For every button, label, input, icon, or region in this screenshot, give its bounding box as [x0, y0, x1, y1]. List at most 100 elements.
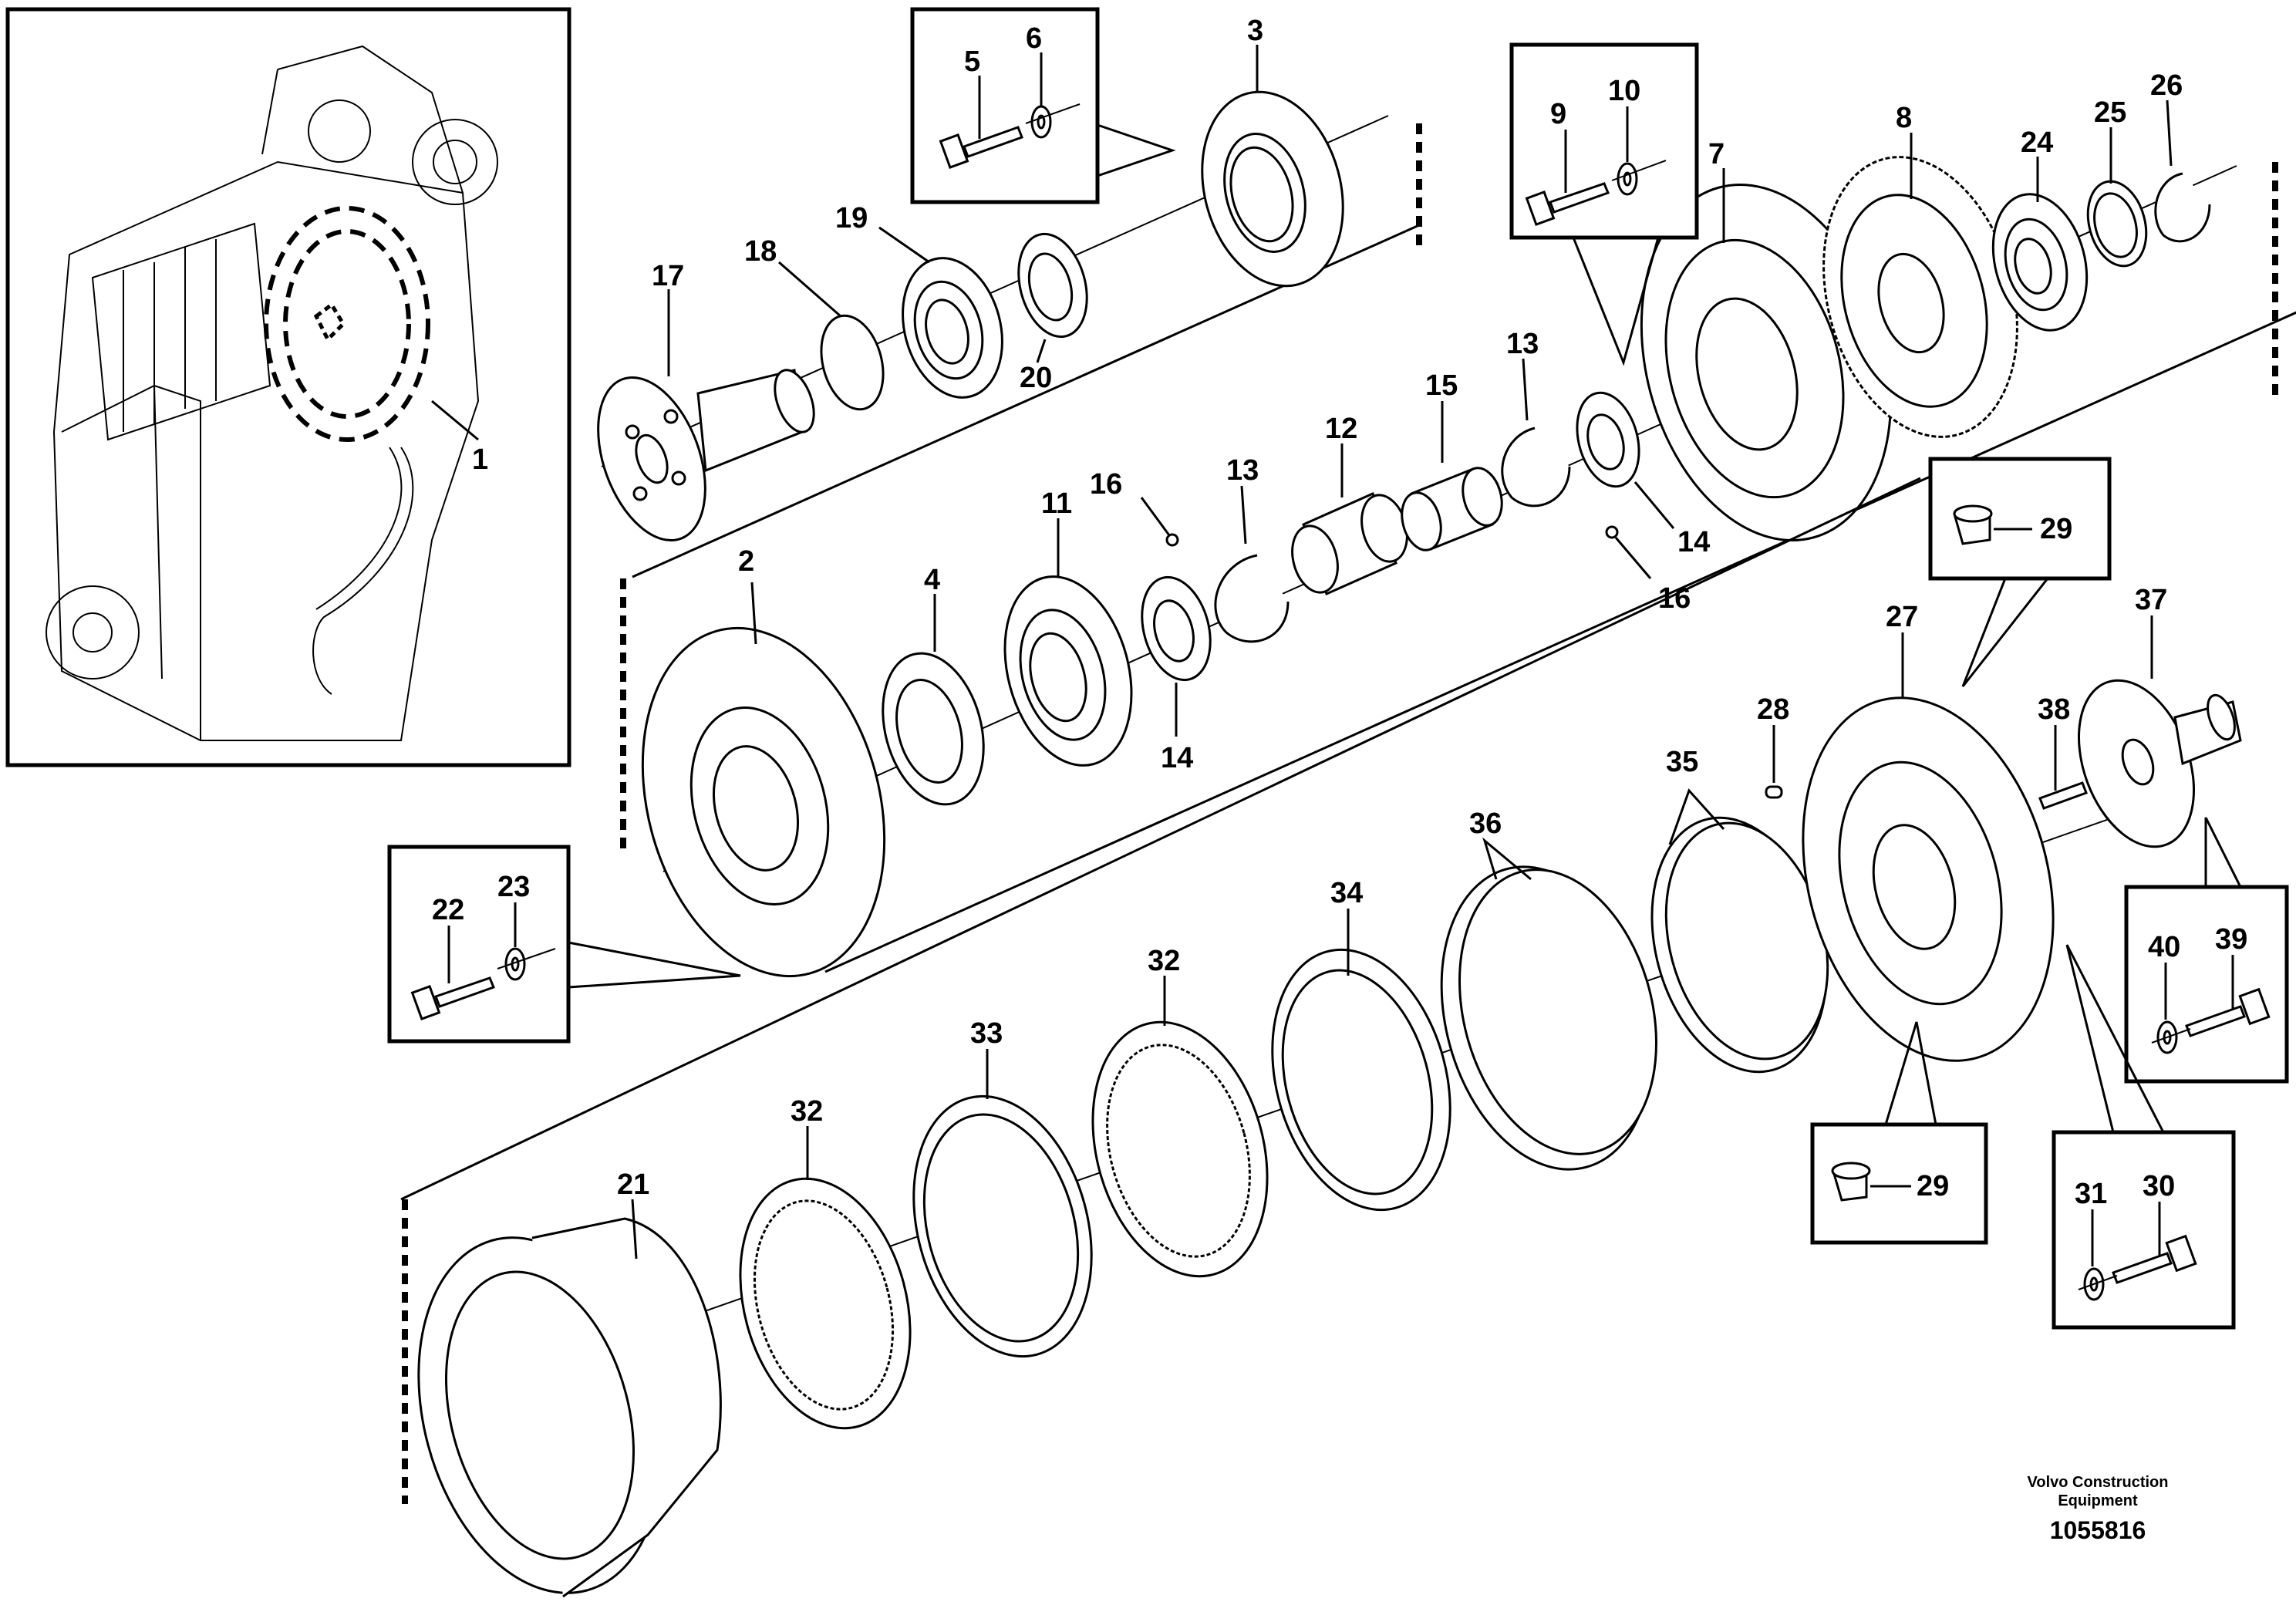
part-32a-friction-disc — [739, 1177, 912, 1430]
label-26: 26 — [2150, 69, 2183, 102]
part-18-o-ring — [820, 314, 885, 411]
label-21: 21 — [617, 1168, 649, 1201]
label-3: 3 — [1247, 15, 1263, 47]
credit-line-1: Volvo Construction — [2028, 1474, 2169, 1491]
part-2-carrier-plate — [641, 626, 886, 978]
leader-35 — [1668, 788, 1725, 845]
part-37-shaft — [2077, 679, 2242, 848]
callout-pointer-39-40 — [2204, 817, 2242, 888]
label-36: 36 — [1469, 808, 1502, 840]
callout-box-9-10: 9 10 — [1509, 42, 1699, 366]
callout-frame-39-40 — [2124, 885, 2289, 1084]
callout-box-22-23: 22 23 — [387, 845, 741, 1044]
label-12: 12 — [1325, 413, 1357, 445]
label-25: 25 — [2094, 96, 2126, 129]
part-26-snap-ring — [2154, 172, 2211, 243]
callout-frame-5-6 — [910, 7, 1100, 204]
label-5: 5 — [964, 46, 980, 78]
callout-pointer-9-10 — [1572, 237, 1660, 366]
clutch-location-outer — [264, 206, 430, 442]
part-21-clutch-housing — [417, 1217, 722, 1598]
leader-19 — [878, 226, 930, 264]
part-35-seal-ring — [1650, 816, 1829, 1074]
leader-20 — [1036, 339, 1047, 363]
leader-14b — [1633, 481, 1675, 529]
label-18: 18 — [744, 235, 777, 268]
part-27-clutch-cover — [1802, 696, 2055, 1062]
label-24: 24 — [2021, 126, 2053, 159]
label-29b: 29 — [1917, 1170, 1949, 1202]
part-14a-bearing-ring — [1141, 575, 1212, 682]
callout-pointer-22-23 — [568, 941, 741, 989]
label-23: 23 — [497, 871, 530, 903]
label-11: 11 — [1041, 487, 1072, 520]
callout-pointer-5-6 — [1097, 123, 1176, 177]
label-16a: 16 — [1090, 468, 1122, 501]
label-35: 35 — [1666, 746, 1698, 778]
label-7: 7 — [1708, 138, 1725, 170]
part-34-piston — [1271, 948, 1451, 1212]
label-28: 28 — [1757, 693, 1789, 726]
leader-13b — [1522, 358, 1529, 421]
label-6: 6 — [1026, 22, 1042, 55]
part-6-washer — [1030, 105, 1052, 139]
part-29b-plug — [1831, 1162, 1871, 1202]
callout-pointer-29-bottom — [1884, 1021, 1937, 1125]
label-13b: 13 — [1506, 328, 1539, 360]
label-14b: 14 — [1677, 526, 1710, 558]
label-30: 30 — [2143, 1170, 2175, 1202]
callout-box-29-bottom: 29 — [1810, 1021, 1988, 1245]
part-33-steel-disc — [912, 1094, 1093, 1358]
leader-26 — [2166, 99, 2173, 167]
transmission-overview-inset: 1 — [5, 7, 571, 767]
part-3-cover — [1201, 90, 1344, 288]
part-16a-ball — [1165, 533, 1179, 547]
middle-frame-bottom-edge — [824, 311, 2296, 973]
label-8: 8 — [1896, 102, 1912, 134]
part-15-sleeve — [1401, 467, 1503, 551]
part-11-hub — [1003, 575, 1133, 767]
inset-frame — [5, 7, 571, 767]
label-14a: 14 — [1161, 742, 1193, 774]
label-10: 10 — [1608, 75, 1640, 107]
label-27: 27 — [1886, 601, 1918, 633]
leader-16a — [1140, 497, 1171, 536]
leader-18 — [778, 261, 841, 318]
part-24-bearing — [1991, 193, 2089, 332]
label-1: 1 — [472, 443, 488, 476]
part-8-gear — [1822, 156, 2018, 438]
part-38-pin — [2038, 781, 2088, 810]
label-22: 22 — [432, 894, 464, 926]
leader-36 — [1482, 837, 1532, 881]
label-32a: 32 — [791, 1095, 823, 1128]
label-17: 17 — [652, 260, 684, 292]
top-assembly-row: 17 18 19 20 3 — [597, 7, 1422, 856]
clutch-location-inner — [283, 229, 411, 419]
part-17-shaft — [597, 369, 815, 542]
bottom-assembly-row: 21 32 33 32 34 36 — [400, 457, 2289, 1598]
drawing-credit: Volvo Construction Equipment 1055816 — [2028, 1474, 2169, 1544]
part-28-pin — [1765, 785, 1783, 799]
label-16b: 16 — [1658, 582, 1691, 615]
label-20: 20 — [1020, 362, 1052, 394]
callout-box-5-6: 5 6 — [910, 7, 1176, 204]
label-15: 15 — [1425, 369, 1458, 402]
label-13a: 13 — [1226, 454, 1259, 487]
callout-box-30-31: 31 30 — [2052, 944, 2236, 1330]
part-16b-ball — [1605, 525, 1619, 539]
part-32b-friction-disc — [1091, 1020, 1269, 1278]
callout-pointer-29-top — [1961, 578, 2049, 687]
part-19-bearing — [902, 257, 1003, 399]
part-5-bolt — [939, 126, 1023, 169]
part-12-splined-sleeve — [1291, 491, 1408, 596]
label-34: 34 — [1330, 877, 1363, 909]
part-14b-bearing-ring — [1576, 391, 1640, 488]
label-31: 31 — [2075, 1178, 2107, 1210]
part-39-bolt — [2185, 987, 2271, 1037]
part-20-lock-nut — [1017, 232, 1088, 339]
label-32b: 32 — [1148, 945, 1180, 977]
part-4-lock-nut — [882, 652, 985, 806]
label-38: 38 — [2038, 693, 2070, 726]
leader-13a — [1240, 485, 1247, 545]
